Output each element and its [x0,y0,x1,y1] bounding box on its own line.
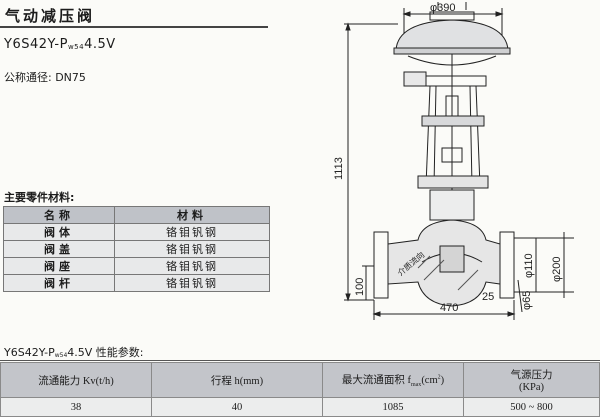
yoke [403,54,489,212]
flow-value: 38 [0,397,152,417]
part-name: 阀盖 [3,240,115,258]
model-tail: 4.5V [84,37,116,52]
materials-table: 名称 材料 阀体 铬钼钒钢 阀盖 铬钼钒钢 阀座 铬钼钒钢 阀杆 铬钼钒钢 [3,206,270,292]
dim-base: 100 [354,265,374,300]
dim-d200-label: φ200 [551,257,563,283]
part-material: 铬钼钒钢 [114,240,270,258]
dim-top-label: φ390 [430,2,456,14]
pressure-label-line2: (KPa) [518,382,545,393]
performance-title: Y6S42Y-Pw544.5V 性能参数: [4,344,144,360]
dim-d110-label: φ110 [523,253,535,278]
part-name: 阀杆 [3,274,115,292]
title-divider [0,26,268,28]
dim-height-label: 1113 [333,157,345,180]
performance-header-row: 流通能力 Kv(t/h) 行程 h(mm) 最大流通面积 fmax(cm2) 气… [0,362,600,398]
part-name: 阀体 [3,223,115,241]
table-row: 阀杆 铬钼钒钢 [3,274,270,292]
performance-table: 流通能力 Kv(t/h) 行程 h(mm) 最大流通面积 fmax(cm2) 气… [0,362,600,417]
part-material: 铬钼钒钢 [114,274,270,292]
perf-title-sub: w54 [54,352,68,359]
area-label-sup: 2 [437,374,441,381]
col-flow-capacity: 流通能力 Kv(t/h) [0,362,152,398]
dim-top: φ390 [402,2,504,36]
part-material: 铬钼钒钢 [114,257,270,275]
table-row: 阀座 铬钼钒钢 [3,257,270,275]
part-name: 阀座 [3,257,115,275]
materials-header-row: 名称 材料 [3,206,270,224]
stroke-value: 40 [151,397,323,417]
table-row: 阀体 铬钼钒钢 [3,223,270,241]
performance-divider [0,360,600,362]
col-air-pressure: 气源压力(KPa) [463,362,600,398]
table-row: 38 40 1085 500 ~ 800 [0,397,600,417]
area-label-sub: max [410,382,422,389]
part-material: 铬钼钒钢 [114,223,270,241]
model-number: Y6S42Y-Pw544.5V [4,37,116,52]
area-label-main: 最大流通面积 f [341,374,411,386]
dim-base-label: 100 [354,278,366,296]
valve-body: 介质流向 [373,189,515,307]
materials-col-name: 名称 [3,206,115,224]
col-stroke: 行程 h(mm) [151,362,323,398]
valve-drawing: φ390 介质流向 1 [333,2,574,320]
area-label-close: ) [440,374,445,386]
area-label-unit: (cm [421,374,438,386]
dim-fillet-label: 25 [482,291,494,303]
table-row: 阀盖 铬钼钒钢 [3,240,270,258]
dim-height: 1113 [333,22,398,302]
perf-title-tail: 4.5V 性能参数: [67,346,144,359]
dim-d65-label: φ65 [521,291,533,310]
dim-length-label: 470 [440,302,458,314]
perf-title-main: Y6S42Y-P [4,346,55,359]
materials-title: 主要零件材料: [4,191,75,204]
materials-col-material: 材料 [114,206,270,224]
nominal-size: 公称通径: DN75 [4,71,86,84]
dim-length: 470 [372,300,516,320]
model-sub: w54 [67,43,85,51]
pressure-value: 500 ~ 800 [463,397,600,417]
model-main: Y6S42Y-P [4,37,68,52]
col-max-flow-area: 最大流通面积 fmax(cm2) [322,362,464,398]
dim-diameters: φ110 φ200 φ65 [514,232,574,313]
page-title: 气动减压阀 [5,7,96,25]
area-value: 1085 [322,397,464,417]
pressure-label-line1: 气源压力 [510,370,553,381]
